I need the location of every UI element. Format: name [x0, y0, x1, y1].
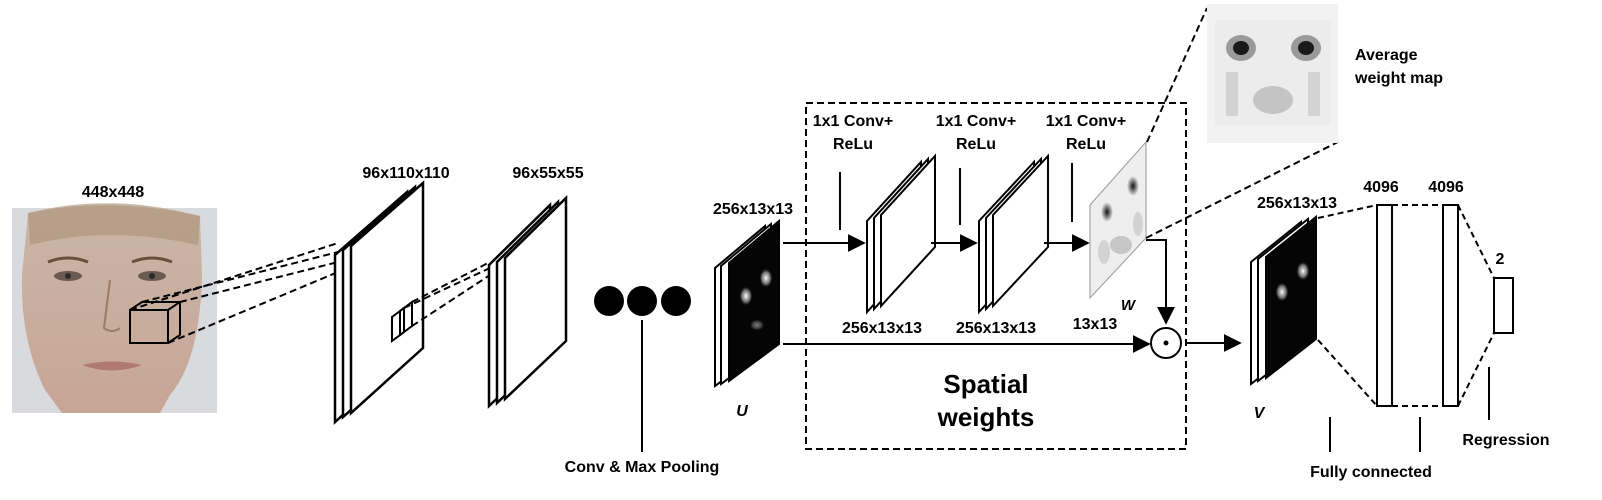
v-size-label: 256x13x13 — [1257, 195, 1337, 212]
conv-b-stack — [978, 153, 1049, 315]
average-weight-map-image — [1207, 4, 1338, 143]
regression-output-label: 2 — [1496, 251, 1505, 268]
spatial-weights-title-line1: Spatial — [943, 369, 1028, 399]
conv1-feature-stack — [333, 180, 425, 425]
regression-caption: Regression — [1462, 432, 1549, 449]
elementwise-product-operator — [1150, 327, 1182, 359]
conv-c-label-line2: ReLu — [1066, 136, 1106, 153]
u-size-label: 256x13x13 — [713, 201, 793, 218]
crop-projection-lines — [129, 242, 339, 344]
fc-caption: Fully connected — [1310, 464, 1432, 481]
spatial-branch-arrows — [783, 234, 1242, 353]
fc-layer-1 — [1376, 204, 1393, 407]
conv-pooling-caption: Conv & Max Pooling — [565, 459, 720, 476]
v-symbol: V — [1254, 405, 1266, 422]
fc-layer-2 — [1442, 204, 1459, 407]
conv-a-output-label: 256x13x13 — [842, 320, 922, 337]
zoom-lines — [1145, 7, 1339, 239]
conv1-size-label: 96x110x110 — [362, 165, 449, 182]
fc-layer-2-label: 4096 — [1428, 179, 1464, 196]
conv-a-label-line1: 1x1 Conv+ — [813, 113, 893, 130]
feature-map-v — [1250, 214, 1317, 387]
conv-b-output-label: 256x13x13 — [956, 320, 1036, 337]
conv1-projection-lines — [403, 261, 491, 327]
u-symbol: U — [736, 403, 748, 420]
weight-map-symbol: W — [1121, 297, 1137, 314]
regression-output — [1493, 277, 1514, 334]
fc-connection-lines — [1317, 204, 1495, 407]
conv-a-label-line2: ReLu — [833, 136, 873, 153]
spatial-weights-title-line2: weights — [937, 402, 1035, 432]
feature-map-u — [714, 218, 780, 388]
conv-label-leaders — [839, 163, 1073, 230]
conv-c-label-line1: 1x1 Conv+ — [1046, 113, 1126, 130]
spatial-weights-box — [805, 102, 1187, 450]
weight-map-size-label: 13x13 — [1073, 316, 1118, 333]
average-weight-map-label-line2: weight map — [1354, 70, 1443, 87]
conv2-feature-stack — [487, 195, 568, 409]
conv-b-label-line2: ReLu — [956, 136, 996, 153]
weight-map-w — [1089, 140, 1147, 300]
input-size-label: 448x448 — [82, 184, 144, 201]
conv2-size-label: 96x55x55 — [512, 165, 583, 182]
fc-layer-1-label: 4096 — [1363, 179, 1399, 196]
input-face-image — [12, 203, 217, 413]
conv-b-label-line1: 1x1 Conv+ — [936, 113, 1016, 130]
ellipsis-dots — [594, 286, 691, 316]
average-weight-map-label-line1: Average — [1355, 47, 1418, 64]
conv-a-stack — [866, 153, 936, 315]
